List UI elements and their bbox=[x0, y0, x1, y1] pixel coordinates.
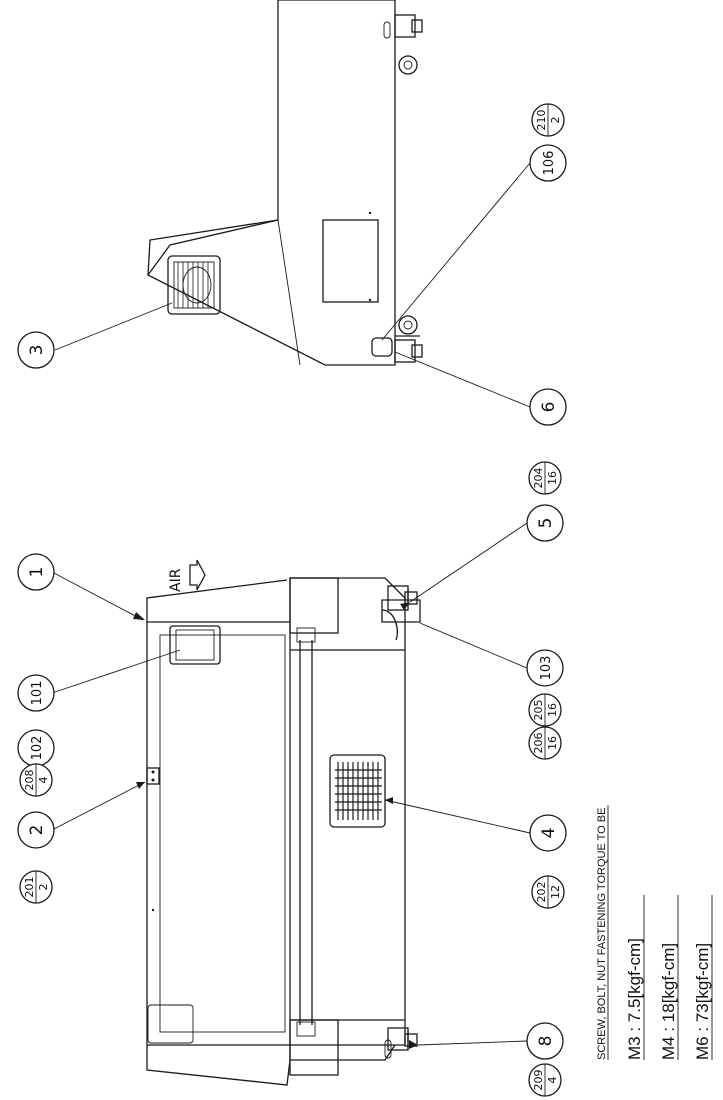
svg-text:4: 4 bbox=[539, 828, 559, 839]
balloon-part-3: 3 bbox=[17, 331, 55, 369]
torque-m3: M3 : 7.5[kgf-cm] bbox=[625, 938, 644, 1060]
svg-text:8: 8 bbox=[536, 1036, 556, 1047]
svg-text:201: 201 bbox=[23, 877, 36, 898]
balloon-part-101: 101 bbox=[17, 674, 55, 712]
balloon-part-106: 106 bbox=[529, 144, 567, 182]
svg-text:2: 2 bbox=[27, 825, 47, 836]
torque-m6: M6 : 73[kgf-cm] bbox=[693, 943, 712, 1060]
side-body bbox=[147, 0, 396, 366]
svg-text:102: 102 bbox=[30, 736, 45, 761]
svg-text:2: 2 bbox=[37, 884, 50, 891]
svg-text:16: 16 bbox=[546, 471, 559, 485]
balloon-part-2: 2 bbox=[17, 811, 55, 849]
svg-text:101: 101 bbox=[30, 681, 45, 706]
fastener-206: 206 16 bbox=[528, 726, 562, 760]
balloon-part-5: 5 bbox=[526, 504, 564, 542]
svg-text:16: 16 bbox=[546, 703, 559, 717]
fastener-202: 202 12 bbox=[531, 875, 565, 909]
svg-text:210: 210 bbox=[535, 110, 548, 131]
svg-text:3: 3 bbox=[27, 345, 47, 356]
svg-text:202: 202 bbox=[535, 882, 548, 903]
torque-notes-title: SCREW, BOLT, NUT FASTENING TORQUE TO BE bbox=[596, 808, 608, 1060]
side-view bbox=[147, 0, 423, 366]
side-fan-grill bbox=[167, 255, 221, 315]
front-cabinet-body bbox=[146, 621, 291, 1046]
leader-lines bbox=[51, 162, 531, 1046]
fastener-balloons: 201 2 208 4 202 12 206 16 205 16 bbox=[19, 103, 565, 1097]
air-label: AIR bbox=[168, 568, 184, 592]
svg-text:206: 206 bbox=[532, 733, 545, 754]
fastener-201: 201 2 bbox=[19, 870, 53, 904]
fastener-205: 205 16 bbox=[528, 693, 562, 727]
part-balloons: 1 2 3 4 5 6 8 101 102 103 106 bbox=[17, 144, 567, 1060]
svg-text:208: 208 bbox=[23, 770, 36, 791]
svg-text:106: 106 bbox=[542, 151, 557, 176]
balloon-part-1: 1 bbox=[17, 553, 55, 591]
air-flow-arrow: AIR bbox=[168, 559, 206, 592]
balloon-part-8: 8 bbox=[526, 1022, 564, 1060]
svg-text:12: 12 bbox=[549, 885, 562, 899]
leader-arrowheads bbox=[133, 602, 418, 1049]
svg-text:209: 209 bbox=[532, 1070, 545, 1091]
fastener-208: 208 4 bbox=[19, 763, 53, 797]
balloon-part-4: 4 bbox=[529, 814, 567, 852]
side-panel bbox=[322, 219, 379, 303]
svg-text:4: 4 bbox=[37, 777, 50, 784]
svg-text:2: 2 bbox=[549, 117, 562, 124]
balloon-part-6: 6 bbox=[529, 388, 567, 426]
balloon-part-103: 103 bbox=[526, 649, 564, 687]
front-base-right bbox=[290, 649, 406, 1021]
svg-text:16: 16 bbox=[546, 736, 559, 750]
svg-text:6: 6 bbox=[539, 402, 559, 413]
front-grill bbox=[329, 754, 386, 828]
front-view bbox=[146, 577, 421, 1086]
balloon-part-102: 102 bbox=[17, 729, 55, 767]
fastener-210: 210 2 bbox=[531, 103, 565, 137]
svg-text:103: 103 bbox=[539, 656, 554, 681]
svg-text:1: 1 bbox=[27, 567, 47, 578]
torque-m4: M4 : 18[kgf-cm] bbox=[659, 943, 678, 1060]
front-inner-frame bbox=[159, 634, 286, 1033]
torque-notes: SCREW, BOLT, NUT FASTENING TORQUE TO BE … bbox=[596, 805, 713, 1060]
svg-text:5: 5 bbox=[536, 518, 556, 529]
svg-text:4: 4 bbox=[546, 1077, 559, 1084]
svg-text:204: 204 bbox=[532, 468, 545, 489]
svg-text:205: 205 bbox=[532, 700, 545, 721]
fastener-209: 209 4 bbox=[528, 1063, 562, 1097]
fastener-204: 204 16 bbox=[528, 461, 562, 495]
